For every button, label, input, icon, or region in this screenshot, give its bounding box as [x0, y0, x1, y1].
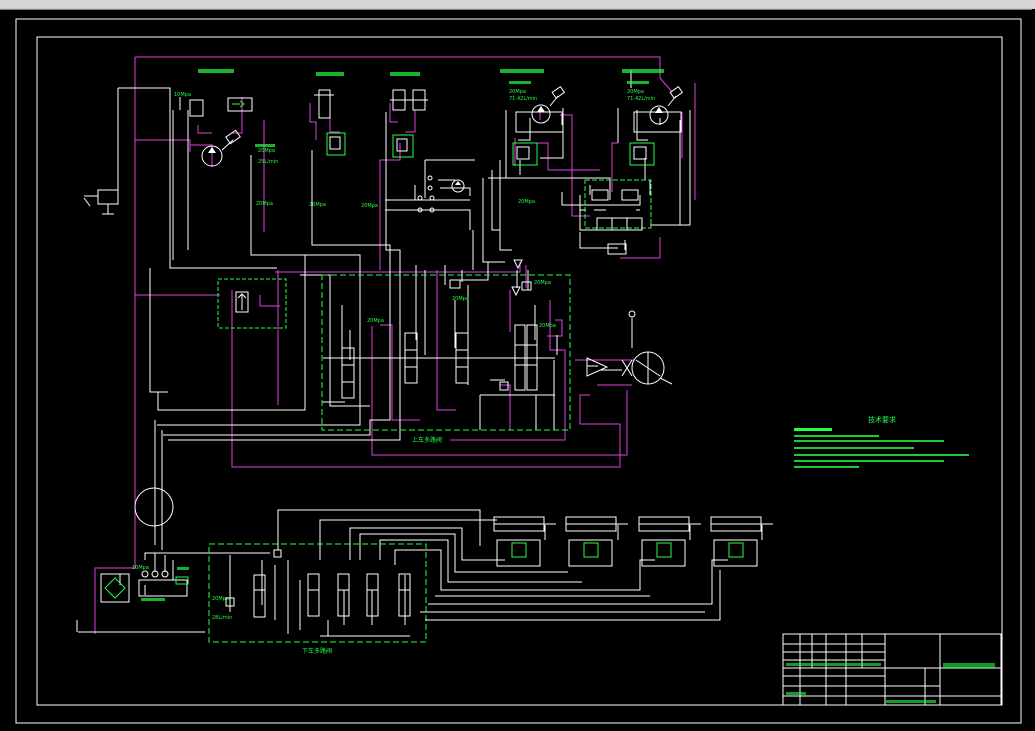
title-block-row	[886, 700, 936, 703]
window-tab[interactable]	[530, 0, 791, 8]
magenta-pipe-network	[94, 56, 696, 634]
pressure-label: 20Mpa	[309, 202, 326, 208]
flow-label: 71.42L/min	[627, 96, 655, 102]
vertical-scrollbar[interactable]	[1032, 9, 1035, 731]
technical-notes-title: 技术要求	[868, 415, 896, 424]
pressure-label: 20Mpa	[258, 148, 275, 154]
component-cylinder-1	[314, 89, 346, 156]
flow-label: 28L/min	[212, 615, 232, 621]
pressure-label: 20Mpa	[212, 596, 229, 602]
lever-control	[83, 189, 119, 215]
upper-multi-valve-block	[321, 274, 571, 431]
pressure-label: 20Mpa	[361, 203, 378, 209]
window-tab[interactable]	[310, 0, 531, 8]
pressure-label: 20Mpa	[367, 318, 384, 324]
window-tab[interactable]	[70, 0, 201, 8]
window-tab[interactable]	[200, 0, 311, 8]
window-title-bar	[0, 0, 1035, 10]
relief-valve-box	[217, 278, 287, 329]
pressure-label: 20Mpa	[452, 296, 469, 302]
lower-multi-valve-block	[208, 543, 427, 643]
component-title-marks	[141, 69, 664, 601]
outrigger-cylinders	[493, 516, 773, 567]
component-motor-4	[417, 175, 465, 213]
technical-notes: 技术要求	[794, 415, 969, 468]
title-block-row	[786, 692, 806, 695]
component-top-left-motor	[189, 97, 253, 167]
component-valve-bank-right	[584, 179, 652, 255]
valve-stack-lower	[225, 549, 411, 618]
filter-assembly	[100, 570, 189, 603]
flow-label: 25L/min	[258, 159, 278, 165]
component-motor-2	[512, 85, 566, 166]
window-tab[interactable]	[790, 0, 1035, 8]
drawing-frame	[36, 36, 1003, 706]
hydraulic-pump	[134, 487, 174, 527]
pressure-label: 10Mpa	[174, 92, 191, 98]
steering-unit	[586, 310, 673, 385]
valve-stack-upper	[323, 259, 555, 399]
title-block-drawing-name	[943, 663, 995, 668]
upper-valve-label: 上车多路阀	[412, 436, 442, 444]
lower-valve-label: 下车多路阀	[302, 647, 332, 655]
pressure-label: 10Mpa	[132, 565, 149, 571]
pressure-label: 20Mpa	[627, 89, 644, 95]
pressure-label: 20Mpa	[534, 280, 551, 286]
pressure-label: 20Mpa	[256, 201, 273, 207]
cad-drawing-canvas[interactable]: 上车多路阀	[0, 10, 1032, 731]
component-cylinder-2	[390, 89, 428, 158]
window-tab[interactable]	[0, 0, 71, 8]
pressure-label: 20Mpa	[509, 89, 526, 95]
pressure-label: 20Mpa	[539, 323, 556, 329]
pressure-label: 20Mpa	[518, 199, 535, 205]
title-block	[782, 633, 1002, 706]
relief-valve	[235, 291, 249, 313]
flow-label: 71.42L/min	[509, 96, 537, 102]
lower-white-pipes	[210, 509, 763, 637]
component-motor-3	[629, 85, 684, 166]
annotation-labels: 10Mpa 20Mpa 20Mpa 20Mpa 20Mpa 20Mpa 20Mp…	[132, 89, 655, 621]
title-block-row	[786, 663, 881, 666]
outer-border	[15, 18, 1022, 724]
